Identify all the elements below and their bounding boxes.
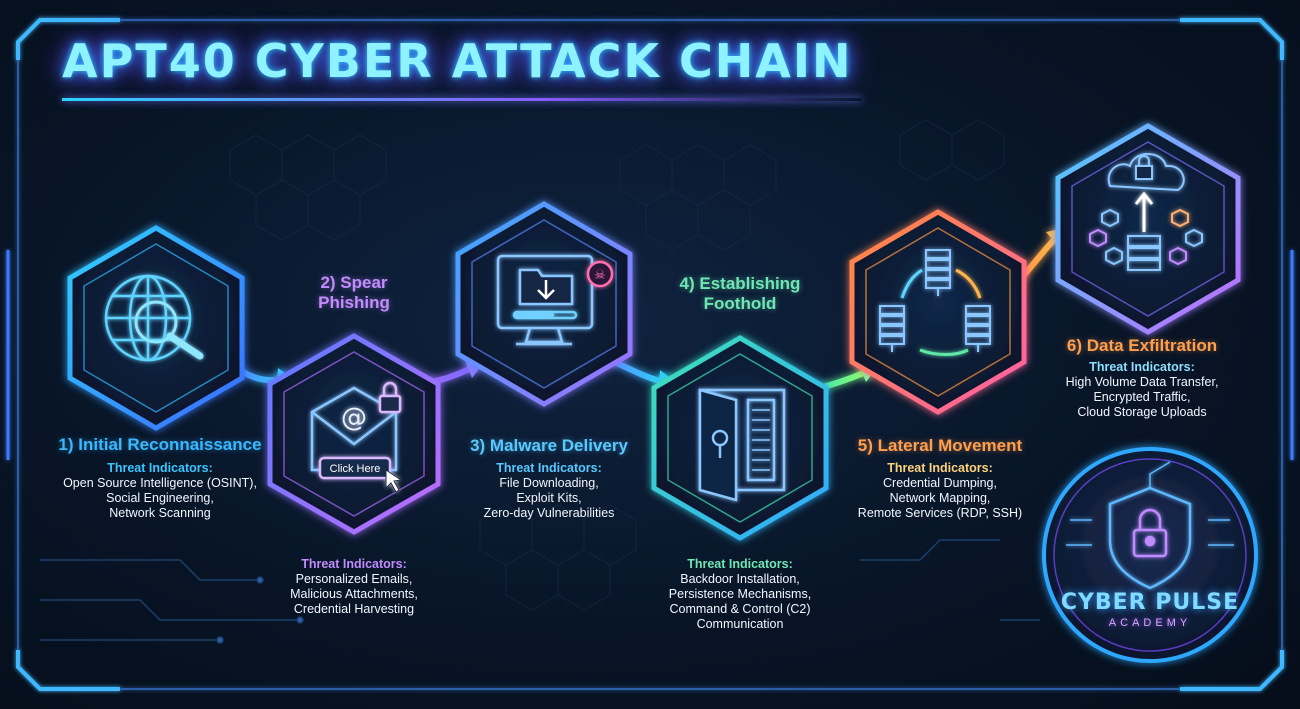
- threat-indicators-label: Threat Indicators:: [496, 461, 602, 475]
- stage-6-indicators: Threat Indicators: High Volume Data Tran…: [1042, 360, 1242, 420]
- stage-3-heading-line: 3) Malware Delivery: [470, 436, 628, 455]
- threat-indicators-label: Threat Indicators:: [687, 557, 793, 571]
- indicator-item: Malicious Attachments,: [290, 587, 418, 601]
- stage-1-hexagon: [67, 225, 245, 431]
- indicator-item: High Volume Data Transfer,: [1065, 375, 1219, 389]
- stage-2-heading-line: 2) Spear: [320, 273, 388, 292]
- stage-3-heading: 3) Malware Delivery: [444, 436, 654, 456]
- indicator-item: Remote Services (RDP, SSH): [857, 506, 1023, 520]
- threat-indicators-label: Threat Indicators:: [887, 461, 993, 475]
- circuit-traces: [40, 539, 1040, 644]
- svg-text:☠: ☠: [594, 267, 606, 282]
- title-underline: [62, 98, 862, 101]
- server-network-icon: [879, 249, 991, 356]
- outer-frame: [6, 18, 1294, 691]
- phishing-email-icon: @ Click Here: [310, 381, 403, 493]
- stage-3-indicators: Threat Indicators: File Downloading, Exp…: [444, 461, 654, 521]
- indicator-item: Cloud Storage Uploads: [1077, 405, 1207, 419]
- indicator-item: Credential Dumping,: [883, 476, 997, 490]
- backdoor-vault-icon: [698, 388, 786, 502]
- stage-2-indicators: Threat Indicators: Personalized Emails, …: [254, 557, 454, 617]
- indicator-item: Persistence Mechanisms,: [668, 587, 812, 601]
- indicator-item: File Downloading,: [499, 476, 599, 490]
- stage-2-heading-line: Phishing: [318, 293, 390, 312]
- indicator-item: Personalized Emails,: [295, 572, 413, 586]
- cyber-pulse-academy-logo: [1042, 447, 1258, 663]
- page-title: APT40 CYBER ATTACK CHAIN: [62, 34, 853, 88]
- stage-1-heading: 1) Initial Reconnaissance: [40, 435, 280, 455]
- indicator-item: Open Source Intelligence (OSINT),: [63, 476, 257, 490]
- stage-5-hexagon: [849, 209, 1027, 415]
- indicator-item: Backdoor Installation,: [680, 572, 800, 586]
- threat-indicators-label: Threat Indicators:: [301, 557, 407, 571]
- stage-1-heading-line: 1) Initial Reconnaissance: [58, 435, 262, 454]
- shield-lock-icon: [1066, 461, 1234, 590]
- stage-5-indicators: Threat Indicators: Credential Dumping, N…: [840, 461, 1040, 521]
- cloud-exfiltration-icon: [1089, 153, 1203, 271]
- threat-indicators-label: Threat Indicators:: [107, 461, 213, 475]
- indicator-item: Network Scanning: [109, 506, 211, 520]
- stage-2-hexagon: @ Click Here: [267, 333, 441, 535]
- stage-5-heading: 5) Lateral Movement: [840, 436, 1040, 456]
- stage-4-heading-line: 4) Establishing: [679, 274, 801, 293]
- stage-4-hexagon: [651, 335, 829, 541]
- stage-5-heading-line: 5) Lateral Movement: [857, 436, 1023, 455]
- stage-6-heading-line: 6) Data Exfiltration: [1066, 336, 1218, 355]
- indicator-item: Command & Control (C2): [669, 602, 811, 616]
- indicator-item: Encrypted Traffic,: [1093, 390, 1191, 404]
- click-here-button-text: Click Here: [330, 463, 381, 475]
- stage-2-heading: 2) Spear Phishing: [274, 273, 434, 313]
- stage-6-hexagon: [1055, 123, 1241, 335]
- indicator-item: Communication: [696, 617, 784, 631]
- indicator-item: Zero-day Vulnerabilities: [483, 506, 615, 520]
- stage-1-indicators: Threat Indicators: Open Source Intellige…: [40, 461, 280, 521]
- indicator-item: Credential Harvesting: [293, 602, 415, 616]
- stage-3-hexagon: ☠: [455, 201, 633, 407]
- svg-text:@: @: [341, 403, 367, 433]
- malware-download-icon: ☠: [496, 254, 614, 346]
- stage-4-heading: 4) Establishing Foothold: [650, 274, 830, 314]
- logo-tagline: ACADEMY: [1108, 617, 1192, 629]
- indicator-item: Exploit Kits,: [516, 491, 582, 505]
- stage-6-heading: 6) Data Exfiltration: [1042, 336, 1242, 356]
- indicator-item: Social Engineering,: [106, 491, 214, 505]
- stage-4-heading-line: Foothold: [703, 294, 777, 313]
- stage-4-indicators: Threat Indicators: Backdoor Installation…: [640, 557, 840, 632]
- threat-indicators-label: Threat Indicators:: [1089, 360, 1195, 374]
- indicator-item: Network Mapping,: [889, 491, 991, 505]
- globe-magnifier-icon: [104, 274, 204, 362]
- logo-name: CYBER PULSE: [1060, 590, 1240, 615]
- background-hex-pattern: [229, 119, 1005, 611]
